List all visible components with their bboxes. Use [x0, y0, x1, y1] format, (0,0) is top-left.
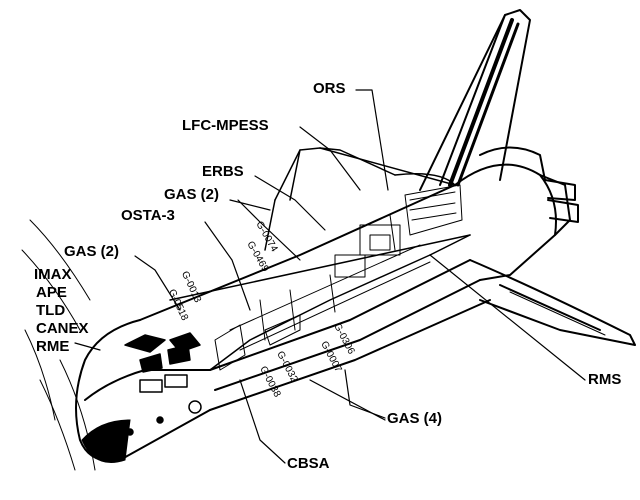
- label-erbs: ERBS: [202, 163, 244, 180]
- wing: [469, 259, 636, 346]
- label-canex: CANEX: [36, 320, 89, 337]
- payload-bay-contents: [214, 184, 463, 371]
- cockpit: [124, 332, 202, 436]
- label-imax: IMAX: [34, 266, 72, 283]
- fuselage: [75, 146, 579, 462]
- leader-lines: [74, 89, 586, 464]
- label-lfc-mpess: LFC-MPESS: [182, 117, 269, 134]
- label-gas-4: GAS (4): [387, 410, 443, 427]
- nose-windows: [89, 401, 116, 417]
- payload-bay-door-upper: [264, 147, 456, 251]
- label-rme: RME: [36, 338, 70, 355]
- label-tld: TLD: [36, 302, 66, 319]
- nose-cap: [81, 419, 131, 463]
- label-gas-2-upper: GAS (2): [164, 186, 220, 203]
- label-ape: APE: [36, 284, 67, 301]
- label-rms: RMS: [588, 371, 622, 388]
- label-gas-2-left: GAS (2): [64, 243, 120, 260]
- label-osta-3: OSTA-3: [121, 207, 175, 224]
- label-ors: ORS: [313, 80, 346, 97]
- payload-bay-door-lower: [169, 234, 471, 371]
- label-cbsa: CBSA: [287, 455, 330, 472]
- vertical-tail: [419, 9, 531, 191]
